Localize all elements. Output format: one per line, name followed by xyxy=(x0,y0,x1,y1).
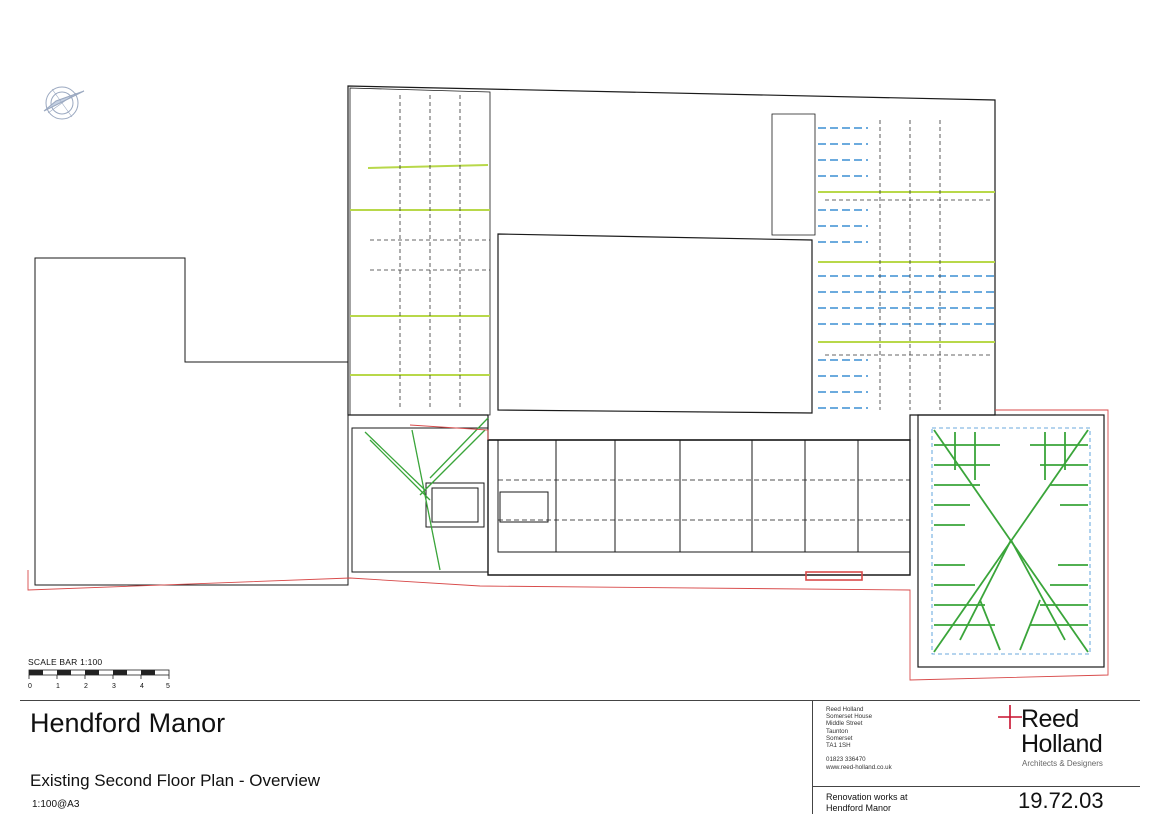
project-title: Hendford Manor xyxy=(30,708,226,738)
scale-tick-label: 1 xyxy=(56,683,60,690)
left-wing xyxy=(34,257,349,586)
scale-tick-label: 5 xyxy=(166,683,170,690)
drawing-number: 19.72.03 xyxy=(1018,788,1104,813)
scale-bar: SCALE BAR 1:100 0 1 2 3 4 5 xyxy=(28,657,178,697)
scale-note: 1:100@A3 xyxy=(32,799,80,810)
blue-joists xyxy=(818,127,995,409)
title-block-divider xyxy=(812,700,813,814)
address-line: Somerset xyxy=(826,734,853,742)
address-line: 01823 336470 xyxy=(826,756,866,764)
roof-structure xyxy=(917,414,1105,668)
address-line: Somerset House xyxy=(826,713,873,721)
address-line xyxy=(826,749,892,756)
scale-tick-label: 3 xyxy=(112,683,116,690)
firm-address: Reed Holland Somerset House Middle Stree… xyxy=(826,706,892,771)
scale-bar-graphic xyxy=(28,669,170,679)
north-arrow-icon xyxy=(43,86,85,120)
project-desc-line: Hendford Manor xyxy=(826,803,892,813)
scale-tick-label: 2 xyxy=(84,683,88,690)
logo-text-reed: Reed xyxy=(1021,705,1079,733)
lime-structural-lines xyxy=(350,164,995,376)
logo-tagline: Architects & Designers xyxy=(1022,759,1103,768)
address-line: Reed Holland xyxy=(826,706,864,713)
address-line: TA1 1SH xyxy=(826,742,851,750)
scale-bar-title: SCALE BAR 1:100 xyxy=(28,657,103,667)
address-line: Middle Street xyxy=(826,720,863,728)
address-line: Taunton xyxy=(826,727,849,735)
drawing-title: Existing Second Floor Plan - Overview xyxy=(30,771,321,790)
title-block-top-rule xyxy=(20,700,1140,701)
dashed-hidden-lines xyxy=(370,95,990,410)
address-line: www.reed-holland.co.uk xyxy=(826,763,892,771)
project-description: Renovation works at Hendford Manor xyxy=(826,792,908,814)
project-desc-line: Renovation works at xyxy=(826,792,908,802)
south-block xyxy=(351,427,911,576)
title-block-mid-rule xyxy=(812,786,1140,787)
scale-tick-label: 4 xyxy=(140,683,144,690)
green-diagonals xyxy=(364,417,489,571)
logo-text-holland: Holland xyxy=(1021,730,1103,758)
plus-logo-icon xyxy=(998,705,1022,729)
scale-tick-label: 0 xyxy=(28,683,32,690)
site-boundary xyxy=(27,409,1109,681)
floor-plan-drawing xyxy=(27,85,1109,681)
